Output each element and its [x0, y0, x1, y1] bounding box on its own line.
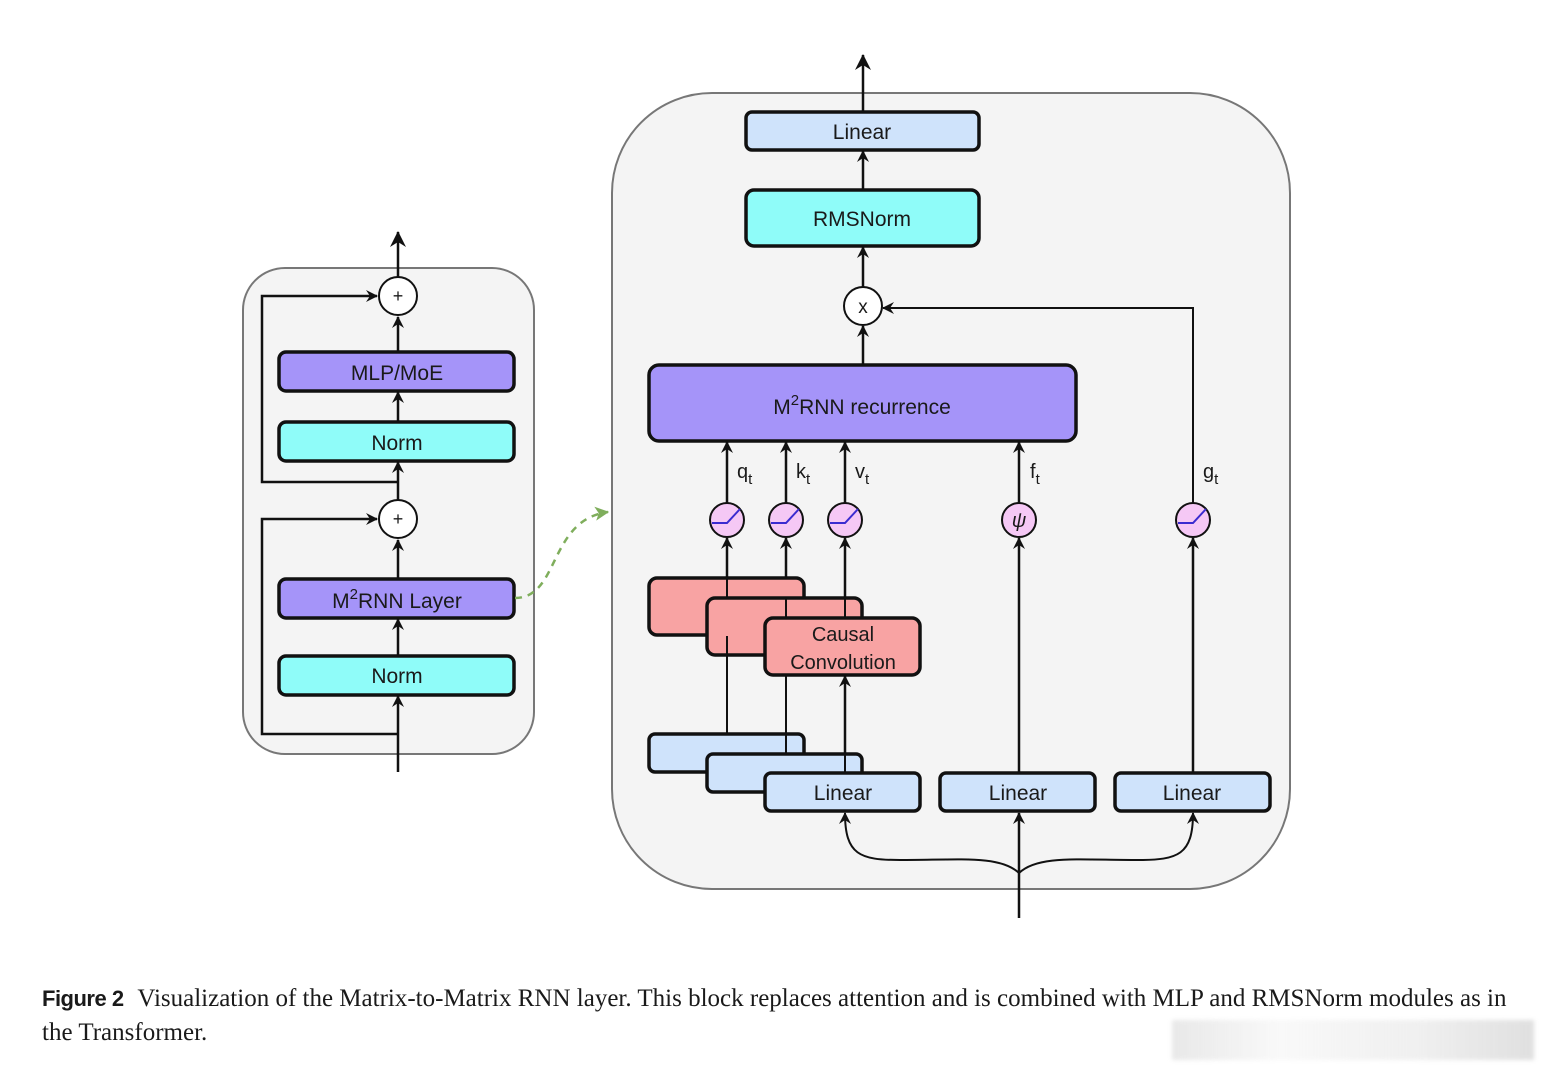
m2rnn-layer-detail: Linear RMSNorm x M2RNN recurrence qt kt … — [611, 54, 1291, 918]
relu-activation-q — [709, 502, 745, 538]
signal-f-label: ft — [1030, 461, 1041, 488]
linear-out-label: Linear — [833, 121, 891, 144]
relu-activation-k — [768, 502, 804, 538]
m2rnn-recurrence-box — [647, 363, 1078, 443]
relu-activation-g — [1175, 502, 1211, 538]
residual-skip-bottom — [260, 513, 398, 736]
linear-f-label: Linear — [989, 782, 1047, 805]
figure-caption: Figure 2 Visualization of the Matrix-to-… — [42, 982, 1512, 1050]
residual-skip-top — [260, 290, 398, 484]
signal-k-label: kt — [796, 461, 811, 488]
norm-bottom-label: Norm — [371, 665, 422, 688]
figure-label: Figure 2 — [42, 986, 124, 1011]
gate-g-path — [882, 302, 1194, 508]
zoom-connector-arrow — [514, 506, 610, 600]
psi-symbol: ψ — [1012, 510, 1027, 532]
m2rnn-layer-label: M2RNN Layer — [332, 586, 462, 613]
relu-icon — [1178, 508, 1207, 524]
signal-g-label: gt — [1203, 461, 1219, 488]
signal-v-label: vt — [855, 461, 870, 488]
caption-text: Visualization of the Matrix-to-Matrix RN… — [42, 985, 1507, 1046]
input-branch-left — [839, 812, 1020, 874]
relu-icon — [712, 508, 741, 524]
watermark — [1172, 1020, 1534, 1060]
gate-multiply-symbol: x — [858, 297, 868, 318]
transformer-block: + MLP/MoE Norm + M2RNN Layer Norm — [242, 231, 535, 772]
residual-add-bottom-symbol: + — [393, 509, 404, 529]
relu-icon — [830, 508, 859, 524]
norm-top-label: Norm — [371, 432, 422, 455]
rmsnorm-label: RMSNorm — [813, 208, 911, 231]
residual-add-top — [378, 276, 418, 316]
input-branch-right — [1018, 812, 1199, 874]
architecture-diagram: + MLP/MoE Norm + M2RNN Layer Norm — [242, 54, 1291, 918]
linear-v-box — [763, 771, 922, 813]
psi-activation-f: ψ — [1001, 502, 1037, 538]
m2rnn-detail-container — [611, 92, 1291, 890]
m2rnn-recurrence-label: M2RNN recurrence — [773, 392, 951, 419]
causal-conv-label-line1: Causal — [812, 624, 874, 646]
signal-q-label: qt — [737, 461, 753, 488]
causal-conv-label-line2: Convolution — [790, 652, 896, 674]
linear-qkv-label: Linear — [814, 782, 872, 805]
residual-add-top-symbol: + — [393, 286, 404, 306]
residual-add-bottom — [378, 499, 418, 539]
linear-f-box — [938, 771, 1097, 813]
mlp-moe-label: MLP/MoE — [351, 362, 443, 385]
relu-icon — [771, 508, 800, 524]
linear-g-label: Linear — [1163, 782, 1221, 805]
relu-activation-v — [827, 502, 863, 538]
